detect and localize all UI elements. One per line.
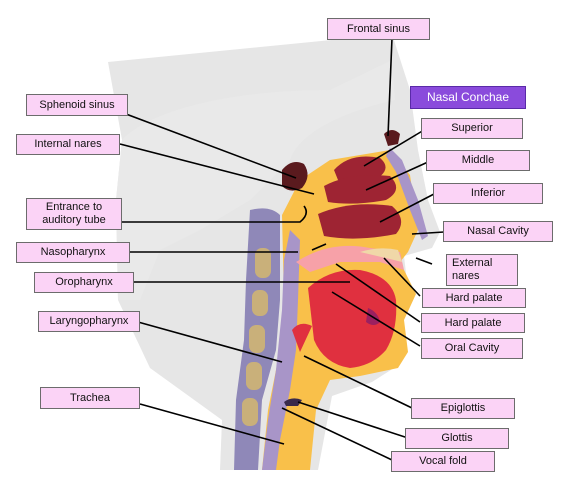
label-middle: Middle: [426, 150, 530, 171]
label-laryngopharynx: Laryngopharynx: [38, 311, 140, 332]
label-oral-cavity: Oral Cavity: [421, 338, 523, 359]
label-oropharynx: Oropharynx: [34, 272, 134, 293]
label-nasopharynx: Nasopharynx: [16, 242, 130, 263]
nasal-vestibule: [360, 248, 402, 262]
airway: [262, 230, 300, 470]
skull-white-patch: [116, 60, 395, 300]
label-sphenoid-sinus: Sphenoid sinus: [26, 94, 128, 116]
label-glottis: Glottis: [405, 428, 509, 449]
conchae-middle: [324, 175, 397, 204]
label-external-nares: External nares: [446, 254, 518, 286]
label-superior: Superior: [421, 118, 523, 139]
label-trachea: Trachea: [40, 387, 140, 409]
conchae-superior: [334, 156, 386, 181]
label-nasal-cavity: Nasal Cavity: [443, 221, 553, 242]
vertebrae: [242, 248, 271, 426]
label-internal-nares: Internal nares: [16, 134, 120, 155]
label-hard-palate-1: Hard palate: [422, 288, 526, 308]
sphenoid-sinus-shape: [282, 162, 308, 191]
label-frontal-sinus: Frontal sinus: [327, 18, 430, 40]
glottis-shape: [284, 398, 302, 406]
label-entrance-auditory-tube: Entrance to auditory tube: [26, 198, 122, 230]
label-hard-palate-2: Hard palate: [421, 313, 525, 333]
conchae-inferior: [318, 204, 402, 239]
tongue: [308, 269, 397, 368]
leader-lines: [119, 37, 445, 461]
nasal-cavity-strip: [386, 148, 428, 240]
label-vocal-fold: Vocal fold: [391, 451, 495, 472]
label-epiglottis: Epiglottis: [411, 398, 515, 419]
epiglottis-shape: [292, 323, 312, 352]
label-nasal-conchae: Nasal Conchae: [410, 86, 526, 109]
label-inferior: Inferior: [433, 183, 543, 204]
